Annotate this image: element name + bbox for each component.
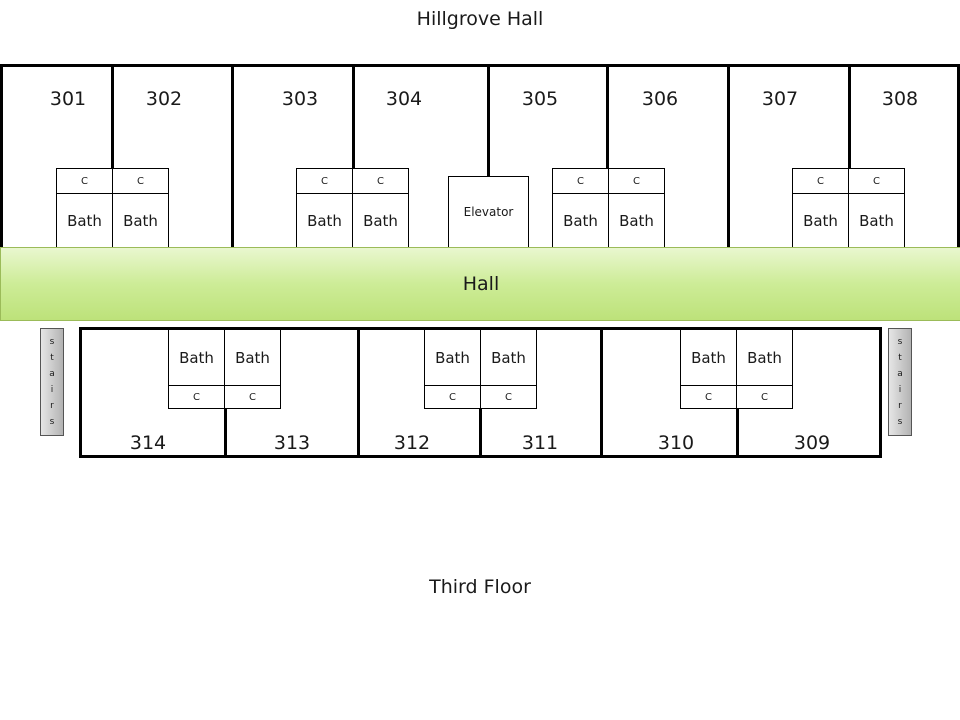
building-title: Hillgrove Hall — [416, 8, 544, 30]
room-number: 309 — [793, 432, 831, 454]
room-number: 312 — [393, 432, 431, 454]
room-number: 313 — [273, 432, 311, 454]
room-number: 311 — [521, 432, 559, 454]
stairs-left: s t a i r s — [40, 328, 64, 436]
closet: C — [56, 168, 113, 194]
closet: C — [168, 385, 225, 409]
room-number: 306 — [641, 88, 679, 110]
bathroom: Bath — [680, 329, 737, 386]
bathroom: Bath — [424, 329, 481, 386]
stairs-letter: a — [49, 369, 55, 379]
bathroom: Bath — [792, 193, 849, 248]
stairs-letter: s — [49, 337, 55, 347]
room-number: 308 — [881, 88, 919, 110]
closet: C — [296, 168, 353, 194]
bathroom: Bath — [736, 329, 793, 386]
room-number: 304 — [385, 88, 423, 110]
bathroom: Bath — [168, 329, 225, 386]
bathroom: Bath — [608, 193, 665, 248]
stairs-letter: i — [898, 385, 902, 395]
stairs-right: s t a i r s — [888, 328, 912, 436]
stairs-letter: r — [898, 401, 902, 411]
bathroom: Bath — [480, 329, 537, 386]
room-number: 301 — [49, 88, 87, 110]
room-number: 314 — [129, 432, 167, 454]
stairs-letter: t — [50, 353, 54, 363]
closet: C — [848, 168, 905, 194]
closet: C — [792, 168, 849, 194]
room-number: 305 — [521, 88, 559, 110]
bathroom: Bath — [56, 193, 113, 248]
closet: C — [112, 168, 169, 194]
stairs-letter: r — [50, 401, 54, 411]
bathroom: Bath — [112, 193, 169, 248]
bathroom: Bath — [352, 193, 409, 248]
bathroom: Bath — [224, 329, 281, 386]
closet: C — [680, 385, 737, 409]
stairs-letter: s — [897, 417, 903, 427]
closet: C — [480, 385, 537, 409]
room-number: 303 — [281, 88, 319, 110]
stairs-letter: i — [50, 385, 54, 395]
bathroom: Bath — [552, 193, 609, 248]
closet: C — [552, 168, 609, 194]
floor-title: Third Floor — [429, 576, 531, 598]
closet: C — [608, 168, 665, 194]
bathroom: Bath — [296, 193, 353, 248]
stairs-letter: t — [898, 353, 902, 363]
closet: C — [424, 385, 481, 409]
closet: C — [224, 385, 281, 409]
stairs-letter: a — [897, 369, 903, 379]
stairs-letter: s — [49, 417, 55, 427]
bathroom: Bath — [848, 193, 905, 248]
elevator: Elevator — [448, 176, 529, 248]
hallway: Hall — [0, 247, 960, 321]
room-number: 307 — [761, 88, 799, 110]
closet: C — [352, 168, 409, 194]
room-number: 302 — [145, 88, 183, 110]
closet: C — [736, 385, 793, 409]
stairs-letter: s — [897, 337, 903, 347]
room-number: 310 — [657, 432, 695, 454]
